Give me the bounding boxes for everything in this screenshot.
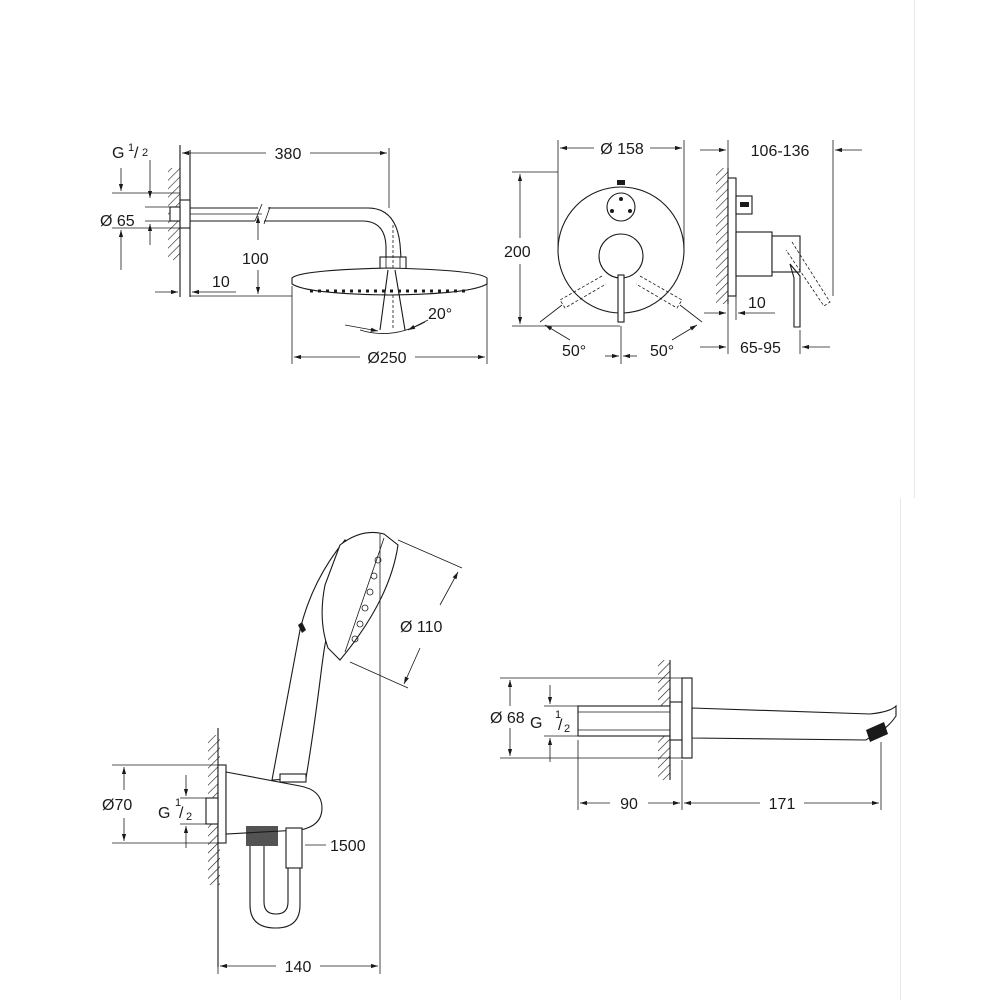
svg-text:/: / (558, 717, 563, 734)
svg-text:/: / (179, 805, 184, 822)
spout-thread-denominator: 2 (564, 723, 570, 735)
hand-thread-denominator: 2 (186, 811, 192, 823)
mixer-height-dim: 200 (504, 244, 531, 261)
holder-projection-dim: 140 (285, 959, 312, 976)
wall-hatch (716, 168, 728, 304)
tilt-angle-dim: 20° (428, 306, 452, 323)
wall-gap-dim: 10 (212, 274, 230, 291)
drop-dim: 100 (242, 251, 269, 268)
lever-angle-left-dim: 50° (562, 343, 586, 360)
bath-spout-view: Ø 68 G 1 / 2 90 171 (490, 660, 897, 813)
spout-thread-numerator: 1 (555, 709, 561, 721)
lever-angle-right-dim: 50° (650, 343, 674, 360)
svg-text:/: / (134, 145, 139, 162)
hand-thread-numerator: 1 (175, 797, 181, 809)
thread-numerator: 1 (128, 142, 134, 154)
flange-diameter-dim: Ø 65 (100, 213, 135, 230)
hand-thread-g-label: G (158, 805, 170, 822)
sheet-edge-lower (900, 498, 901, 1000)
mixer-depth-dim: 65-95 (740, 340, 781, 357)
spray-nozzles (351, 556, 382, 643)
mixer-projection-dim: 106-136 (751, 143, 810, 160)
inner-length-dim: 90 (620, 796, 638, 813)
sheet-edge-upper (914, 0, 915, 498)
mixer-front-view: Ø 158 200 50° 50° (504, 140, 703, 364)
thread-denominator: 2 (142, 147, 148, 159)
plate-diameter-dim: Ø 158 (600, 141, 644, 158)
head-diameter-dim: Ø250 (367, 350, 406, 367)
outlet-diameter-dim: Ø70 (102, 797, 132, 814)
thread-g-label: G (112, 145, 124, 162)
mixer-wall-gap-dim: 10 (748, 295, 766, 312)
arm-length-dim: 380 (275, 146, 302, 163)
hand-head-diameter-dim: Ø 110 (400, 619, 443, 636)
spout-flange-diameter-dim: Ø 68 (490, 710, 525, 727)
hose-length-dim: 1500 (330, 838, 366, 855)
hand-shower-view: Ø 110 Ø70 G 1 / 2 1500 140 (102, 531, 463, 976)
overhead-shower-view: 380 G 1 / 2 Ø 65 10 100 20° (100, 142, 488, 367)
spout-thread-g-label: G (530, 715, 542, 732)
spout-length-dim: 171 (769, 796, 796, 813)
mixer-side-view: 106-136 10 65-95 (700, 140, 862, 357)
